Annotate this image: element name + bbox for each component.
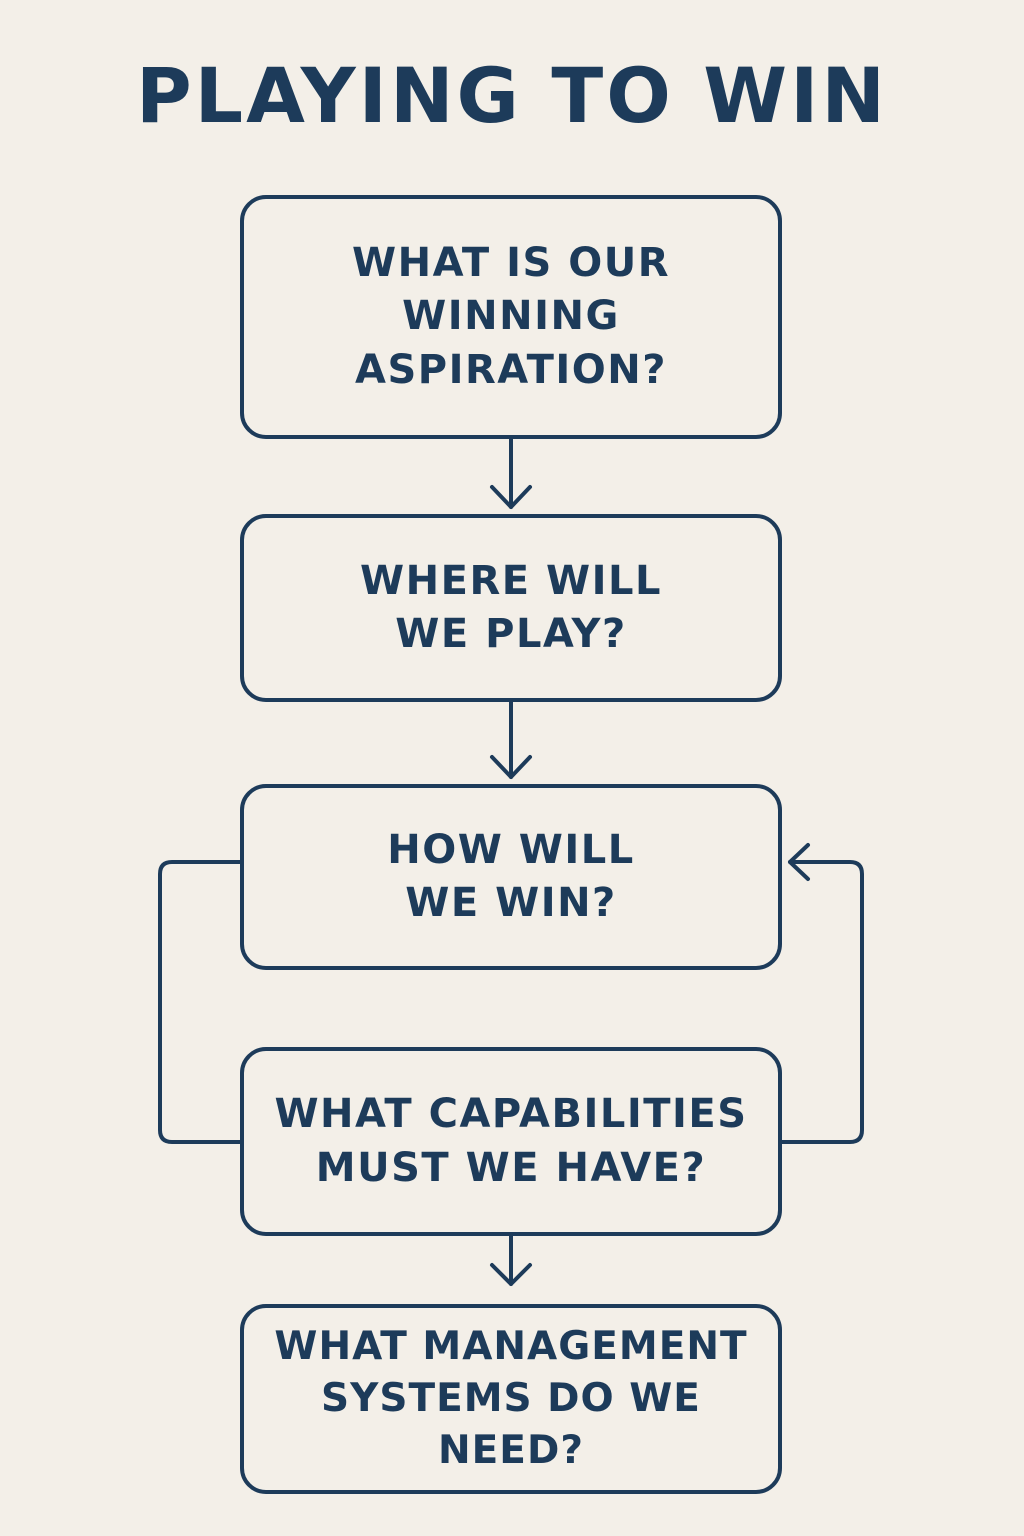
step-management-systems: WHAT MANAGEMENT SYSTEMS DO WE NEED? — [240, 1304, 782, 1494]
step-where-to-play: WHERE WILL WE PLAY? — [240, 514, 782, 702]
step-label: WHERE WILL WE PLAY? — [360, 557, 662, 657]
feedback-loop-left — [158, 860, 242, 1144]
step-label: WHAT MANAGEMENT SYSTEMS DO WE NEED? — [274, 1324, 748, 1473]
arrow-down-icon — [490, 437, 532, 509]
arrow-left-icon — [788, 843, 810, 881]
step-capabilities: WHAT CAPABILITIES MUST WE HAVE? — [240, 1047, 782, 1236]
arrow-down-icon — [490, 1234, 532, 1286]
feedback-loop-right — [780, 860, 864, 1144]
diagram-title: PLAYING TO WIN — [135, 51, 889, 140]
step-label: HOW WILL WE WIN? — [387, 826, 635, 926]
step-label: WHAT CAPABILITIES MUST WE HAVE? — [274, 1091, 748, 1191]
arrow-down-icon — [490, 700, 532, 779]
step-how-to-win: HOW WILL WE WIN? — [240, 784, 782, 970]
step-winning-aspiration: WHAT IS OUR WINNING ASPIRATION? — [240, 195, 782, 439]
step-label: WHAT IS OUR WINNING ASPIRATION? — [351, 240, 671, 393]
